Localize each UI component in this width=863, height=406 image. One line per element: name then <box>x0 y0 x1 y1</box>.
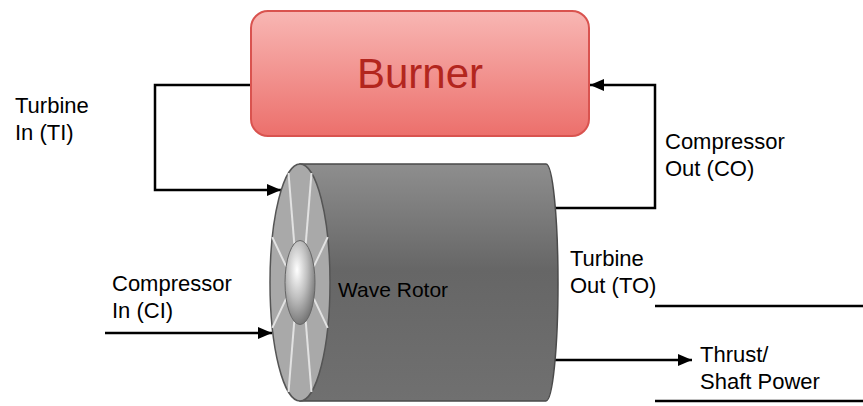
port-label-text: Turbine Out (TO) <box>570 245 665 299</box>
outflow-arrow <box>550 359 692 362</box>
port-label: Compressor In (CI) <box>112 270 242 324</box>
inflow-arrow <box>105 332 272 335</box>
rotor-channel-wall <box>272 237 286 266</box>
rotor-channel-wall <box>289 321 295 392</box>
node-title: Burner <box>357 50 483 98</box>
rotor-hub <box>285 241 315 325</box>
rotor-face <box>270 164 330 401</box>
port-label-text: Thrust/ Shaft Power <box>700 341 823 395</box>
port-label-text: Turbine In (TI) <box>15 92 100 146</box>
port-label: Turbine Out (TO) <box>570 245 665 299</box>
rotor-channel-wall <box>289 173 295 244</box>
port-label-text: Compressor In (CI) <box>112 270 242 324</box>
duct-wall <box>655 400 863 403</box>
node-title: Wave Rotor <box>338 278 448 302</box>
rotor-body <box>300 164 558 401</box>
burner-box: Burner <box>250 10 590 137</box>
wave-rotor: Wave Rotor <box>268 162 560 403</box>
rotor-channel-wall <box>272 299 286 328</box>
rotor-channel-wall <box>306 173 312 244</box>
rotor-channel-wall <box>314 237 328 266</box>
duct-wall <box>655 305 863 308</box>
port-label: Compressor Out (CO) <box>665 128 795 182</box>
port-label-text: Compressor Out (CO) <box>665 128 795 182</box>
rotor-channel-wall <box>314 299 328 328</box>
port-label: Turbine In (TI) <box>15 92 100 146</box>
rotor-channel-wall <box>306 321 312 392</box>
port-label: Thrust/ Shaft Power <box>700 341 823 395</box>
